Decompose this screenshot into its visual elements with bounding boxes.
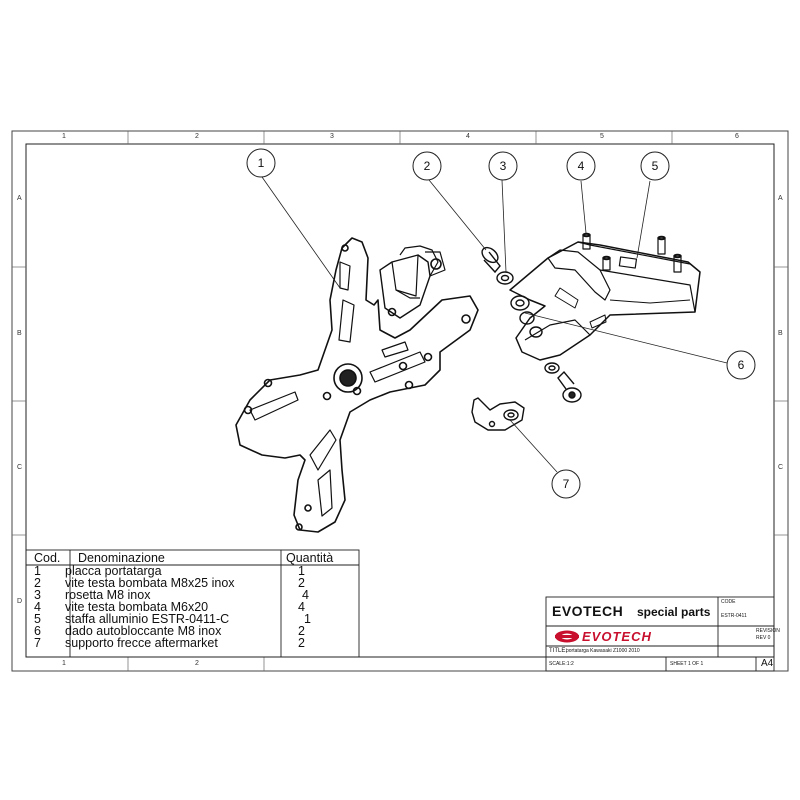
balloons xyxy=(246,148,756,499)
balloon-7 xyxy=(551,469,581,499)
part-qty: 2 xyxy=(298,636,305,650)
zone-col-6-top: 6 xyxy=(735,133,739,140)
header-name: Denominazione xyxy=(78,551,165,565)
zone-row-c-right: C xyxy=(778,464,784,471)
part-code: 5 xyxy=(34,612,41,626)
zone-col-2-top: 2 xyxy=(195,133,199,140)
zone-row-a: A xyxy=(17,195,22,202)
parts-list-row: 2 vite testa bombata M8x25 inox 2 xyxy=(30,577,360,589)
part-qty: 2 xyxy=(298,624,305,638)
balloon-6 xyxy=(726,350,756,380)
balloon-2 xyxy=(412,151,442,181)
parts-list-row: 6 dado autobloccante M8 inox 2 xyxy=(30,625,360,637)
zone-col-1-bottom: 1 xyxy=(62,660,66,667)
part-name: staffa alluminio ESTR-0411-C xyxy=(65,612,230,626)
revision-value: REV 0 xyxy=(756,635,771,641)
leader-lines xyxy=(261,176,728,473)
bom-table-lines xyxy=(25,549,360,658)
company-name: EVOTECH xyxy=(552,603,624,619)
part-qty: 4 xyxy=(298,600,305,614)
balloon-label: 3 xyxy=(500,159,507,173)
balloon-label: 7 xyxy=(563,477,570,491)
part-qty: 1 xyxy=(298,564,305,578)
balloon-label: 6 xyxy=(738,358,745,372)
part-code: 4 xyxy=(34,600,41,614)
evotech-logo-mark xyxy=(551,629,716,644)
parts-list: Cod. Denominazione Quantità 1 placca por… xyxy=(30,552,360,649)
title-label: TITLE: xyxy=(549,648,568,654)
parts-list-row: 7 supporto frecce aftermarket 2 xyxy=(30,637,360,649)
code-value: ESTR-0411 xyxy=(721,613,747,619)
paper-size: A4 xyxy=(761,658,774,669)
part-name: vite testa bombata M6x20 xyxy=(65,600,209,614)
zone-row-c: C xyxy=(17,464,23,471)
balloon-5 xyxy=(640,151,670,181)
part-qty: 2 xyxy=(298,576,305,590)
zone-row-d: D xyxy=(17,598,23,605)
parts-list-row: 5 staffa alluminio ESTR-0411-C 1 xyxy=(30,613,360,625)
part-name: vite testa bombata M8x25 inox xyxy=(65,576,235,590)
balloon-3 xyxy=(488,151,518,181)
hardware-parts xyxy=(481,246,582,403)
zone-row-b: B xyxy=(17,330,22,337)
revision-label: REVISION xyxy=(756,628,780,634)
parts-list-row: 1 placca portatarga 1 xyxy=(30,565,360,577)
part-name: dado autobloccante M8 inox xyxy=(65,624,222,638)
part-name: placca portatarga xyxy=(65,564,162,578)
turn-signal-support-part xyxy=(471,397,525,431)
balloon-label: 2 xyxy=(424,159,431,173)
zone-row-a-right: A xyxy=(778,195,783,202)
part-name: supporto frecce aftermarket xyxy=(65,636,218,650)
logo-wordmark: EVOTECH xyxy=(582,629,652,644)
part-code: 6 xyxy=(34,624,41,638)
aluminium-bracket-part xyxy=(509,232,701,361)
balloon-label: 4 xyxy=(578,159,585,173)
parts-list-row: 4 vite testa bombata M6x20 4 xyxy=(30,601,360,613)
scale-label: SCALE:1:2 xyxy=(549,661,574,667)
balloon-1 xyxy=(246,148,276,178)
part-code: 2 xyxy=(34,576,41,590)
zone-row-b-right: B xyxy=(778,330,783,337)
part-qty: 1 xyxy=(304,612,311,626)
balloon-label: 1 xyxy=(258,156,265,170)
zone-col-3-top: 3 xyxy=(330,133,334,140)
header-code: Cod. xyxy=(34,551,61,565)
zone-col-5-top: 5 xyxy=(600,133,604,140)
balloon-label: 5 xyxy=(652,159,659,173)
sheet-label: SHEET 1 OF 1 xyxy=(670,661,704,667)
parts-list-row: 3 rosetta M8 inox 4 xyxy=(30,589,360,601)
balloon-4 xyxy=(566,151,596,181)
company-subtitle: special parts xyxy=(637,605,711,619)
zone-col-2-bottom: 2 xyxy=(195,660,199,667)
part-code: 1 xyxy=(34,564,41,578)
header-qty: Quantità xyxy=(286,551,334,565)
part-qty: 4 xyxy=(302,588,309,602)
part-name: rosetta M8 inox xyxy=(65,588,151,602)
zone-col-4-top: 4 xyxy=(466,133,470,140)
title-block-lines xyxy=(545,596,775,672)
code-label: CODE xyxy=(721,599,736,605)
part-code: 3 xyxy=(34,588,41,602)
plate-holder-part xyxy=(235,237,479,533)
balloon-labels: 1 2 3 4 5 6 7 xyxy=(258,156,745,491)
title-value: portatarga Kawasaki Z1000 2010 xyxy=(566,648,640,654)
part-code: 7 xyxy=(34,636,41,650)
zone-col-1-top: 1 xyxy=(62,133,66,140)
parts-list-header: Cod. Denominazione Quantità xyxy=(30,552,360,565)
